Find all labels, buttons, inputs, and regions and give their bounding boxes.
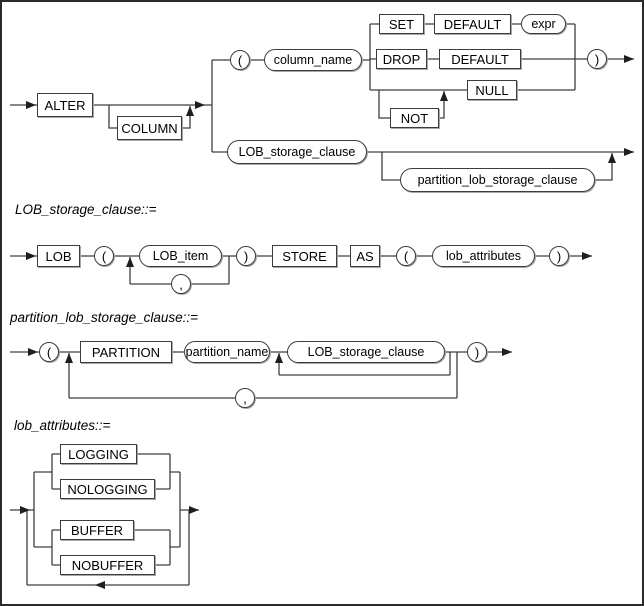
comma-partition: , [235,388,255,408]
arrowhead-icon [624,148,634,156]
arrowheads [20,55,634,589]
variable-expr: expr [521,14,566,34]
keyword-nologging: NOLOGGING [60,479,155,499]
paren-open-main: ( [230,50,250,70]
keyword-null: NULL [467,80,517,100]
arrowhead-icon [28,348,38,356]
arrowhead-icon [186,106,194,116]
arrowhead-icon [26,252,36,260]
arrowhead-icon [189,506,199,514]
keyword-not: NOT [390,108,439,128]
variable-lob-item: LOB_item [139,245,222,267]
arrowhead-icon [195,101,205,109]
keyword-set: SET [379,14,424,34]
paren-open-attrs: ( [396,246,416,266]
paren-close-partition: ) [467,342,487,362]
comma-lob: , [171,274,191,294]
arrowhead-icon [95,581,105,589]
keyword-default-set: DEFAULT [434,14,511,34]
section-header-lob-attributes: lob_attributes::= [14,418,111,433]
keyword-default-drop: DEFAULT [439,49,521,69]
variable-partition-name: partition_name [184,341,270,363]
keyword-logging: LOGGING [60,444,137,464]
section-header-lob-storage-clause: LOB_storage_clause::= [15,202,157,217]
arrowhead-icon [275,353,283,363]
keyword-lob: LOB [37,245,80,267]
paren-open-partition: ( [39,342,59,362]
paren-open-lob: ( [94,246,114,266]
variable-partition-lob-storage-clause: partition_lob_storage_clause [400,168,595,192]
arrowhead-icon [126,257,134,267]
keyword-as: AS [350,245,380,267]
variable-lob-storage-clause-main: LOB_storage_clause [227,140,367,164]
paren-close-attrs: ) [549,246,569,266]
keyword-alter: ALTER [37,93,93,117]
keyword-store: STORE [272,245,337,267]
keyword-nobuffer: NOBUFFER [60,555,155,575]
keyword-drop: DROP [376,49,427,69]
paren-close-lob: ) [236,246,256,266]
arrowhead-icon [582,252,592,260]
keyword-buffer: BUFFER [60,520,134,540]
variable-lob-storage-clause-partition: LOB_storage_clause [287,341,445,363]
variable-lob-attributes-ref: lob_attributes [432,245,535,267]
section-header-partition-lob-storage-clause: partition_lob_storage_clause::= [10,310,199,325]
arrowhead-icon [608,153,616,163]
keyword-column: COLUMN [117,116,182,140]
arrowhead-icon [65,353,73,363]
arrowhead-icon [26,101,36,109]
arrowhead-icon [502,348,512,356]
arrowhead-icon [440,91,448,101]
keyword-partition: PARTITION [80,341,172,363]
variable-column-name: column_name [264,49,362,71]
paren-close-main: ) [587,49,607,69]
arrowhead-icon [624,55,634,63]
arrowhead-icon [20,506,30,514]
